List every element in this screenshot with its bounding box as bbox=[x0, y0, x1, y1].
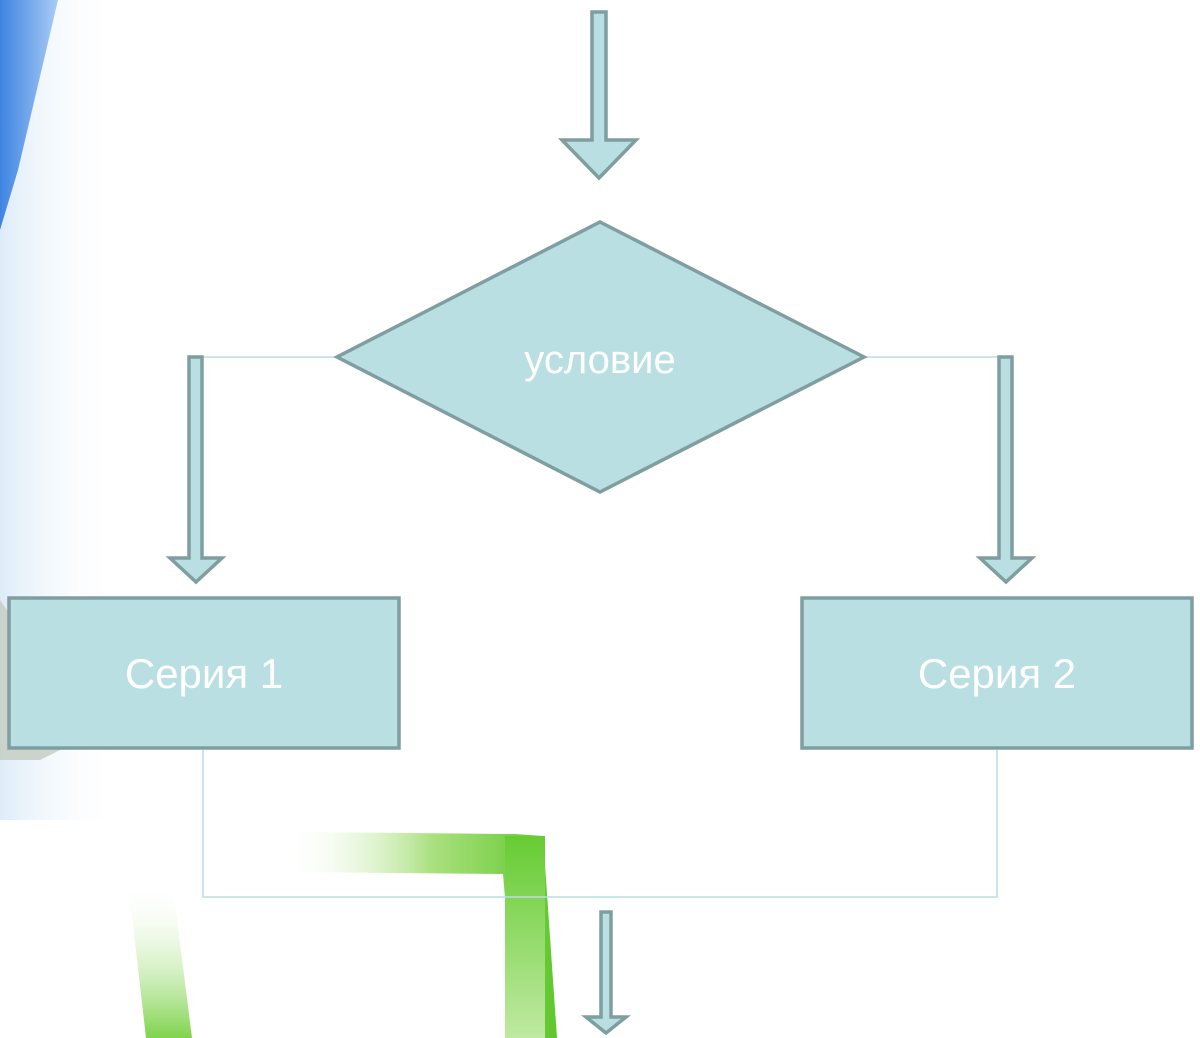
blue-stripe bbox=[0, 0, 58, 230]
exit-arrow bbox=[581, 910, 631, 1036]
condition-label: условие bbox=[524, 338, 675, 382]
green-stripe-left bbox=[128, 880, 192, 1038]
series-2-box bbox=[800, 596, 1194, 750]
entry-arrow bbox=[557, 10, 641, 181]
series-1-box bbox=[7, 596, 401, 750]
right-branch-arrow bbox=[975, 355, 1037, 585]
left-branch-arrow bbox=[165, 355, 227, 585]
series-1-label: Серия 1 bbox=[125, 650, 283, 697]
condition-diamond bbox=[333, 220, 868, 494]
merge-connector bbox=[202, 748, 998, 898]
background-decoration bbox=[0, 0, 557, 1038]
green-stripe-vertical bbox=[505, 836, 545, 1038]
series-2-label: Серия 2 bbox=[918, 650, 1076, 697]
connector-lines bbox=[196, 356, 1005, 898]
